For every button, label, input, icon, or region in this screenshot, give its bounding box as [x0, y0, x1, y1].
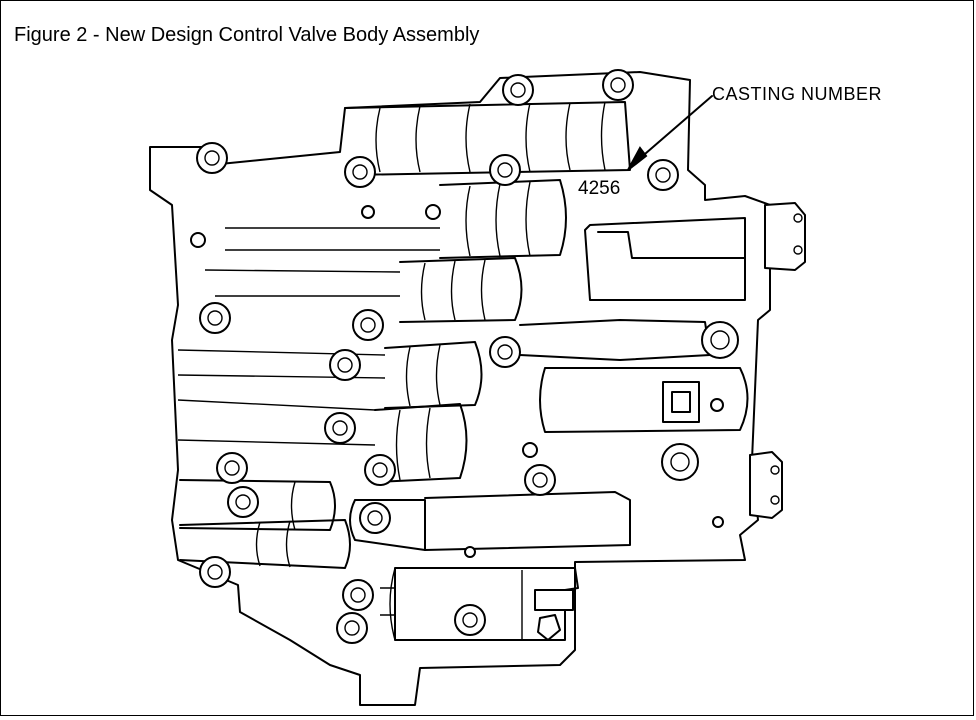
casting-number-callout-arrow: [628, 96, 712, 170]
upper-valve-bore: [345, 102, 630, 175]
right-mid-cylinder: [520, 320, 748, 432]
third-valve-bore: [205, 258, 522, 322]
lower-center-cylinder: [350, 492, 630, 550]
right-upper-housing: [585, 218, 745, 300]
casting-number-callout-label: CASTING NUMBER: [712, 84, 883, 104]
figure-title: Figure 2 - New Design Control Valve Body…: [14, 24, 480, 46]
valve-body-outline: [150, 72, 770, 705]
casting-number-value: 4256: [578, 178, 621, 199]
bolt-bosses: [191, 70, 738, 643]
bottom-solenoid: [380, 568, 578, 640]
end-cap-fittings: [538, 203, 805, 640]
second-valve-bore: [225, 180, 566, 258]
middle-valve-bores: [178, 342, 482, 482]
lower-left-valve-bores: [180, 480, 350, 568]
